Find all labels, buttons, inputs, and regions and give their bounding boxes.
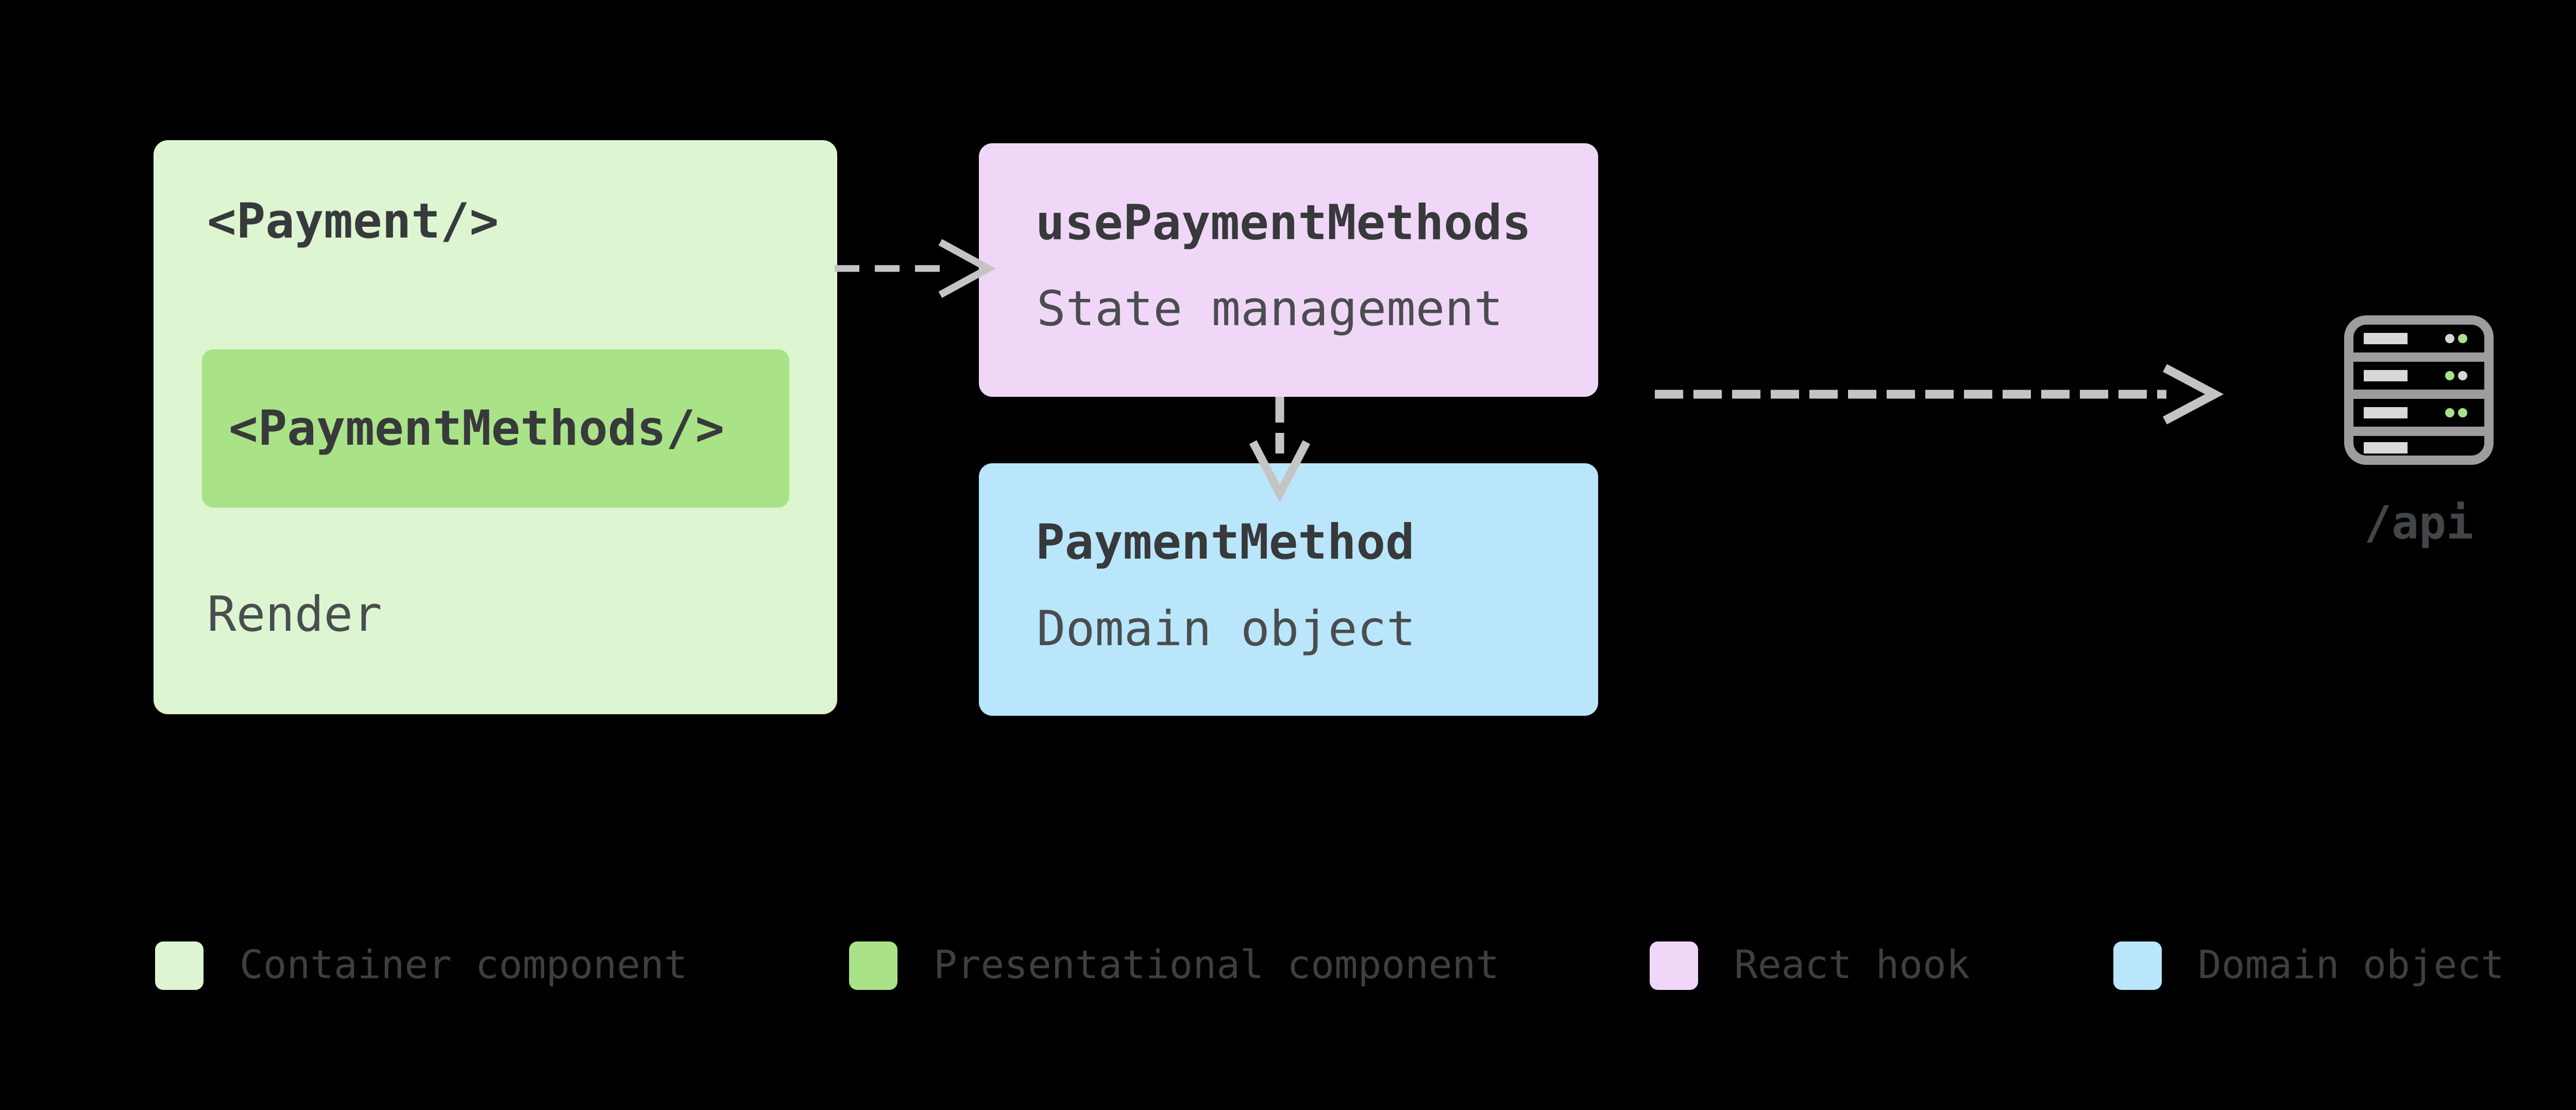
legend-label-react-hook: React hook	[1734, 941, 1970, 987]
api-endpoint-label: /api	[2364, 496, 2473, 549]
legend-swatch-presentational-component	[849, 941, 897, 990]
server-icon	[2344, 315, 2494, 465]
presentational-component-box: <PaymentMethods/>	[202, 349, 789, 508]
legend-label-container-component: Container component	[240, 941, 688, 987]
react-hook-box	[979, 143, 1598, 397]
arrow-payment-to-hook-icon	[835, 239, 996, 298]
legend-label-presentational-component: Presentational component	[934, 941, 1500, 987]
domain-object-subtitle: Domain object	[1037, 601, 1416, 657]
react-hook-subtitle: State management	[1037, 281, 1503, 337]
container-component-title: <Payment/>	[207, 193, 499, 249]
domain-object-title: PaymentMethod	[1036, 514, 1415, 570]
presentational-component-title: <PaymentMethods/>	[229, 400, 725, 457]
legend-swatch-domain-object	[2113, 941, 2162, 990]
arrow-hook-to-domain-icon	[1249, 397, 1311, 503]
arrow-hook-to-api-icon	[1655, 364, 2224, 425]
react-hook-title: usePaymentMethods	[1036, 195, 1532, 251]
legend-label-domain-object: Domain object	[2198, 941, 2504, 987]
render-label: Render	[207, 586, 382, 643]
legend-swatch-container-component	[155, 941, 204, 990]
legend-swatch-react-hook	[1650, 941, 1698, 990]
domain-object-box	[979, 463, 1598, 716]
